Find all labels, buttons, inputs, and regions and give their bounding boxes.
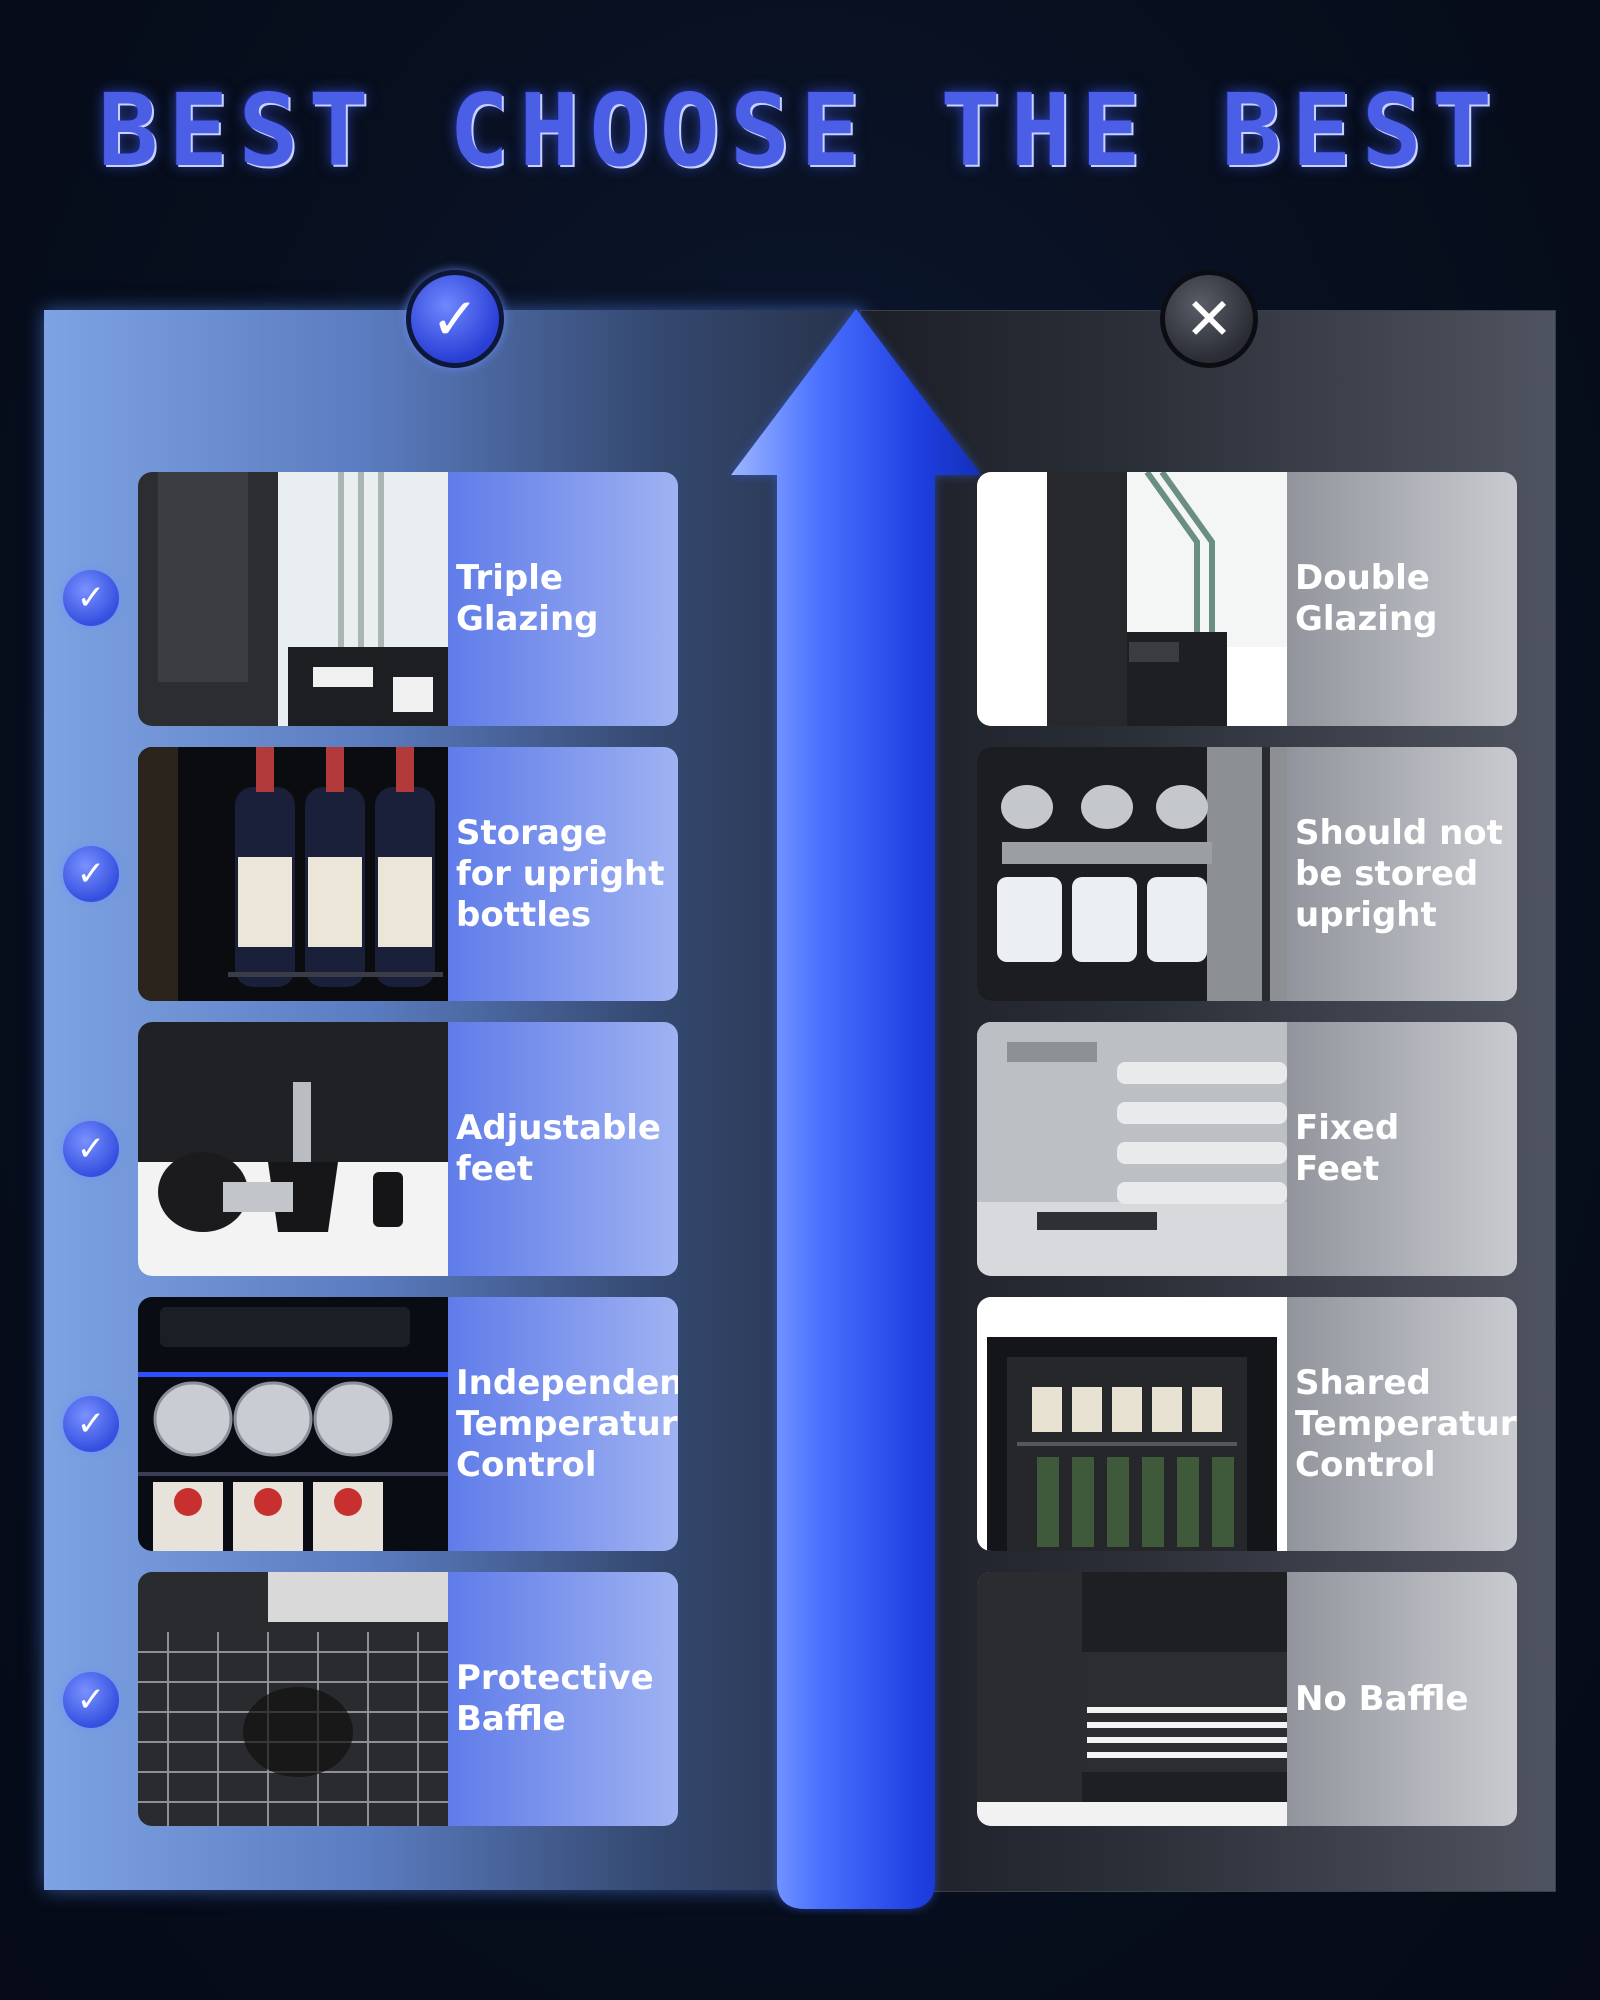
page-title: BEST CHOOSE THE BEST [97,72,1503,189]
adjustable-feet-image [138,1022,448,1276]
good-card-adjustable-feet: Adjustable feet [138,1022,678,1276]
bad-card-no-baffle: No Baffle [977,1572,1517,1826]
double-glazing-image [977,472,1287,726]
good-card-independent-temp: Independent Temperature Control [138,1297,678,1551]
feature-label: Should not be stored upright [1295,812,1503,935]
check-icon: ✓ [63,846,119,902]
open-vent-image [977,1572,1287,1826]
check-icon: ✓ [63,1396,119,1452]
bad-card-double-glazing: Double Glazing [977,472,1517,726]
fixed-feet-image [977,1022,1287,1276]
good-badge-check-icon: ✓ [406,270,504,368]
good-card-upright-storage: Storage for upright bottles [138,747,678,1001]
feature-label: Double Glazing [1295,558,1438,639]
feature-label: Fixed Feet [1295,1108,1400,1189]
cans-jugs-image [977,747,1287,1001]
feature-label: Adjustable feet [456,1108,661,1189]
feature-label: Storage for upright bottles [456,812,665,935]
wine-bottles-image [138,747,448,1001]
good-card-protective-baffle: Protective Baffle [138,1572,678,1826]
bad-card-shared-temp: Shared Temperature Control [977,1297,1517,1551]
feature-label: Shared Temperature Control [1295,1362,1517,1485]
check-icon: ✓ [63,1672,119,1728]
check-icon: ✓ [63,1121,119,1177]
control-panel-image [138,1297,448,1551]
triple-glazing-image [138,472,448,726]
bad-card-not-upright: Should not be stored upright [977,747,1517,1001]
single-zone-fridge-image [977,1297,1287,1551]
compressor-baffle-image [138,1572,448,1826]
check-icon: ✓ [63,570,119,626]
up-arrow-icon [731,309,981,1909]
bad-card-fixed-feet: Fixed Feet [977,1022,1517,1276]
good-card-triple-glazing: Triple Glazing [138,472,678,726]
feature-label: No Baffle [1295,1678,1469,1719]
feature-label: Protective Baffle [456,1658,654,1739]
bad-badge-x-icon: ✕ [1160,270,1258,368]
feature-label: Triple Glazing [456,558,599,639]
feature-label: Independent Temperature Control [456,1362,678,1485]
